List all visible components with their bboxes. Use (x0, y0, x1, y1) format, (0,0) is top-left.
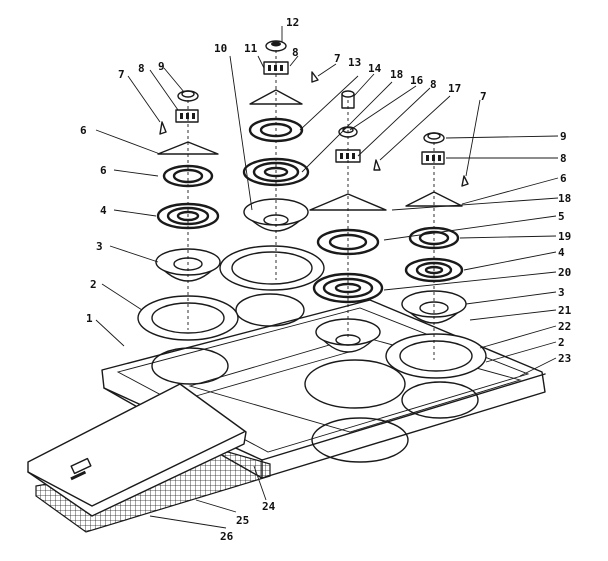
callout-6: 6 (80, 124, 87, 137)
callout-2: 2 (90, 278, 97, 291)
callout-9: 9 (158, 60, 165, 73)
callout-22: 22 (558, 320, 571, 333)
callout-18: 18 (390, 68, 403, 81)
callout-18: 18 (558, 192, 571, 205)
clip-right (461, 175, 469, 187)
callout-16: 16 (410, 74, 424, 87)
clip-mid (373, 159, 381, 171)
callout-12: 12 (286, 16, 299, 29)
callout-8: 8 (292, 46, 299, 59)
callout-4: 4 (558, 246, 565, 259)
callout-labels: 12 11 10 8 7 13 14 18 16 8 17 7 7 8 9 6 … (80, 16, 572, 543)
leader-lines (95, 26, 559, 529)
callout-23: 23 (558, 352, 571, 365)
vent-cover-lid (27, 383, 247, 517)
callout-17: 17 (448, 82, 461, 95)
callout-13: 13 (348, 56, 361, 69)
receptacle-right (421, 151, 445, 165)
control-panel-insert (188, 335, 522, 433)
callout-7: 7 (334, 52, 341, 65)
callout-11: 11 (244, 42, 258, 55)
callout-6: 6 (560, 172, 567, 185)
drip-bowl-left (155, 248, 221, 282)
alignment-lines (187, 50, 435, 360)
callout-8: 8 (138, 62, 145, 75)
clip-center (311, 71, 319, 83)
callout-4: 4 (100, 204, 107, 217)
callout-10: 10 (214, 42, 227, 55)
callout-8: 8 (430, 78, 437, 91)
callout-19: 19 (558, 230, 571, 243)
callout-26: 26 (220, 530, 234, 543)
grommet-center-top (265, 40, 287, 52)
grommet-right (423, 132, 445, 144)
callout-8: 8 (560, 152, 567, 165)
callout-5: 5 (558, 210, 565, 223)
callout-24: 24 (262, 500, 276, 513)
callout-7: 7 (118, 68, 125, 81)
grommet-left (177, 90, 199, 102)
callout-20: 20 (558, 266, 571, 279)
callout-9: 9 (560, 130, 567, 143)
callout-3: 3 (558, 286, 565, 299)
callout-6: 6 (100, 164, 107, 177)
callout-25: 25 (236, 514, 249, 527)
callout-21: 21 (558, 304, 572, 317)
drip-bowl-center (315, 318, 381, 353)
callout-14: 14 (368, 62, 382, 75)
callout-7: 7 (480, 90, 487, 103)
callout-2: 2 (558, 336, 565, 349)
spacer-mid (341, 90, 355, 109)
callout-1: 1 (86, 312, 93, 325)
trim-ring-large (219, 245, 325, 291)
callout-3: 3 (96, 240, 103, 253)
clip-left (159, 121, 167, 135)
trim-ring-right (385, 333, 487, 379)
receptacle-left (175, 109, 199, 123)
